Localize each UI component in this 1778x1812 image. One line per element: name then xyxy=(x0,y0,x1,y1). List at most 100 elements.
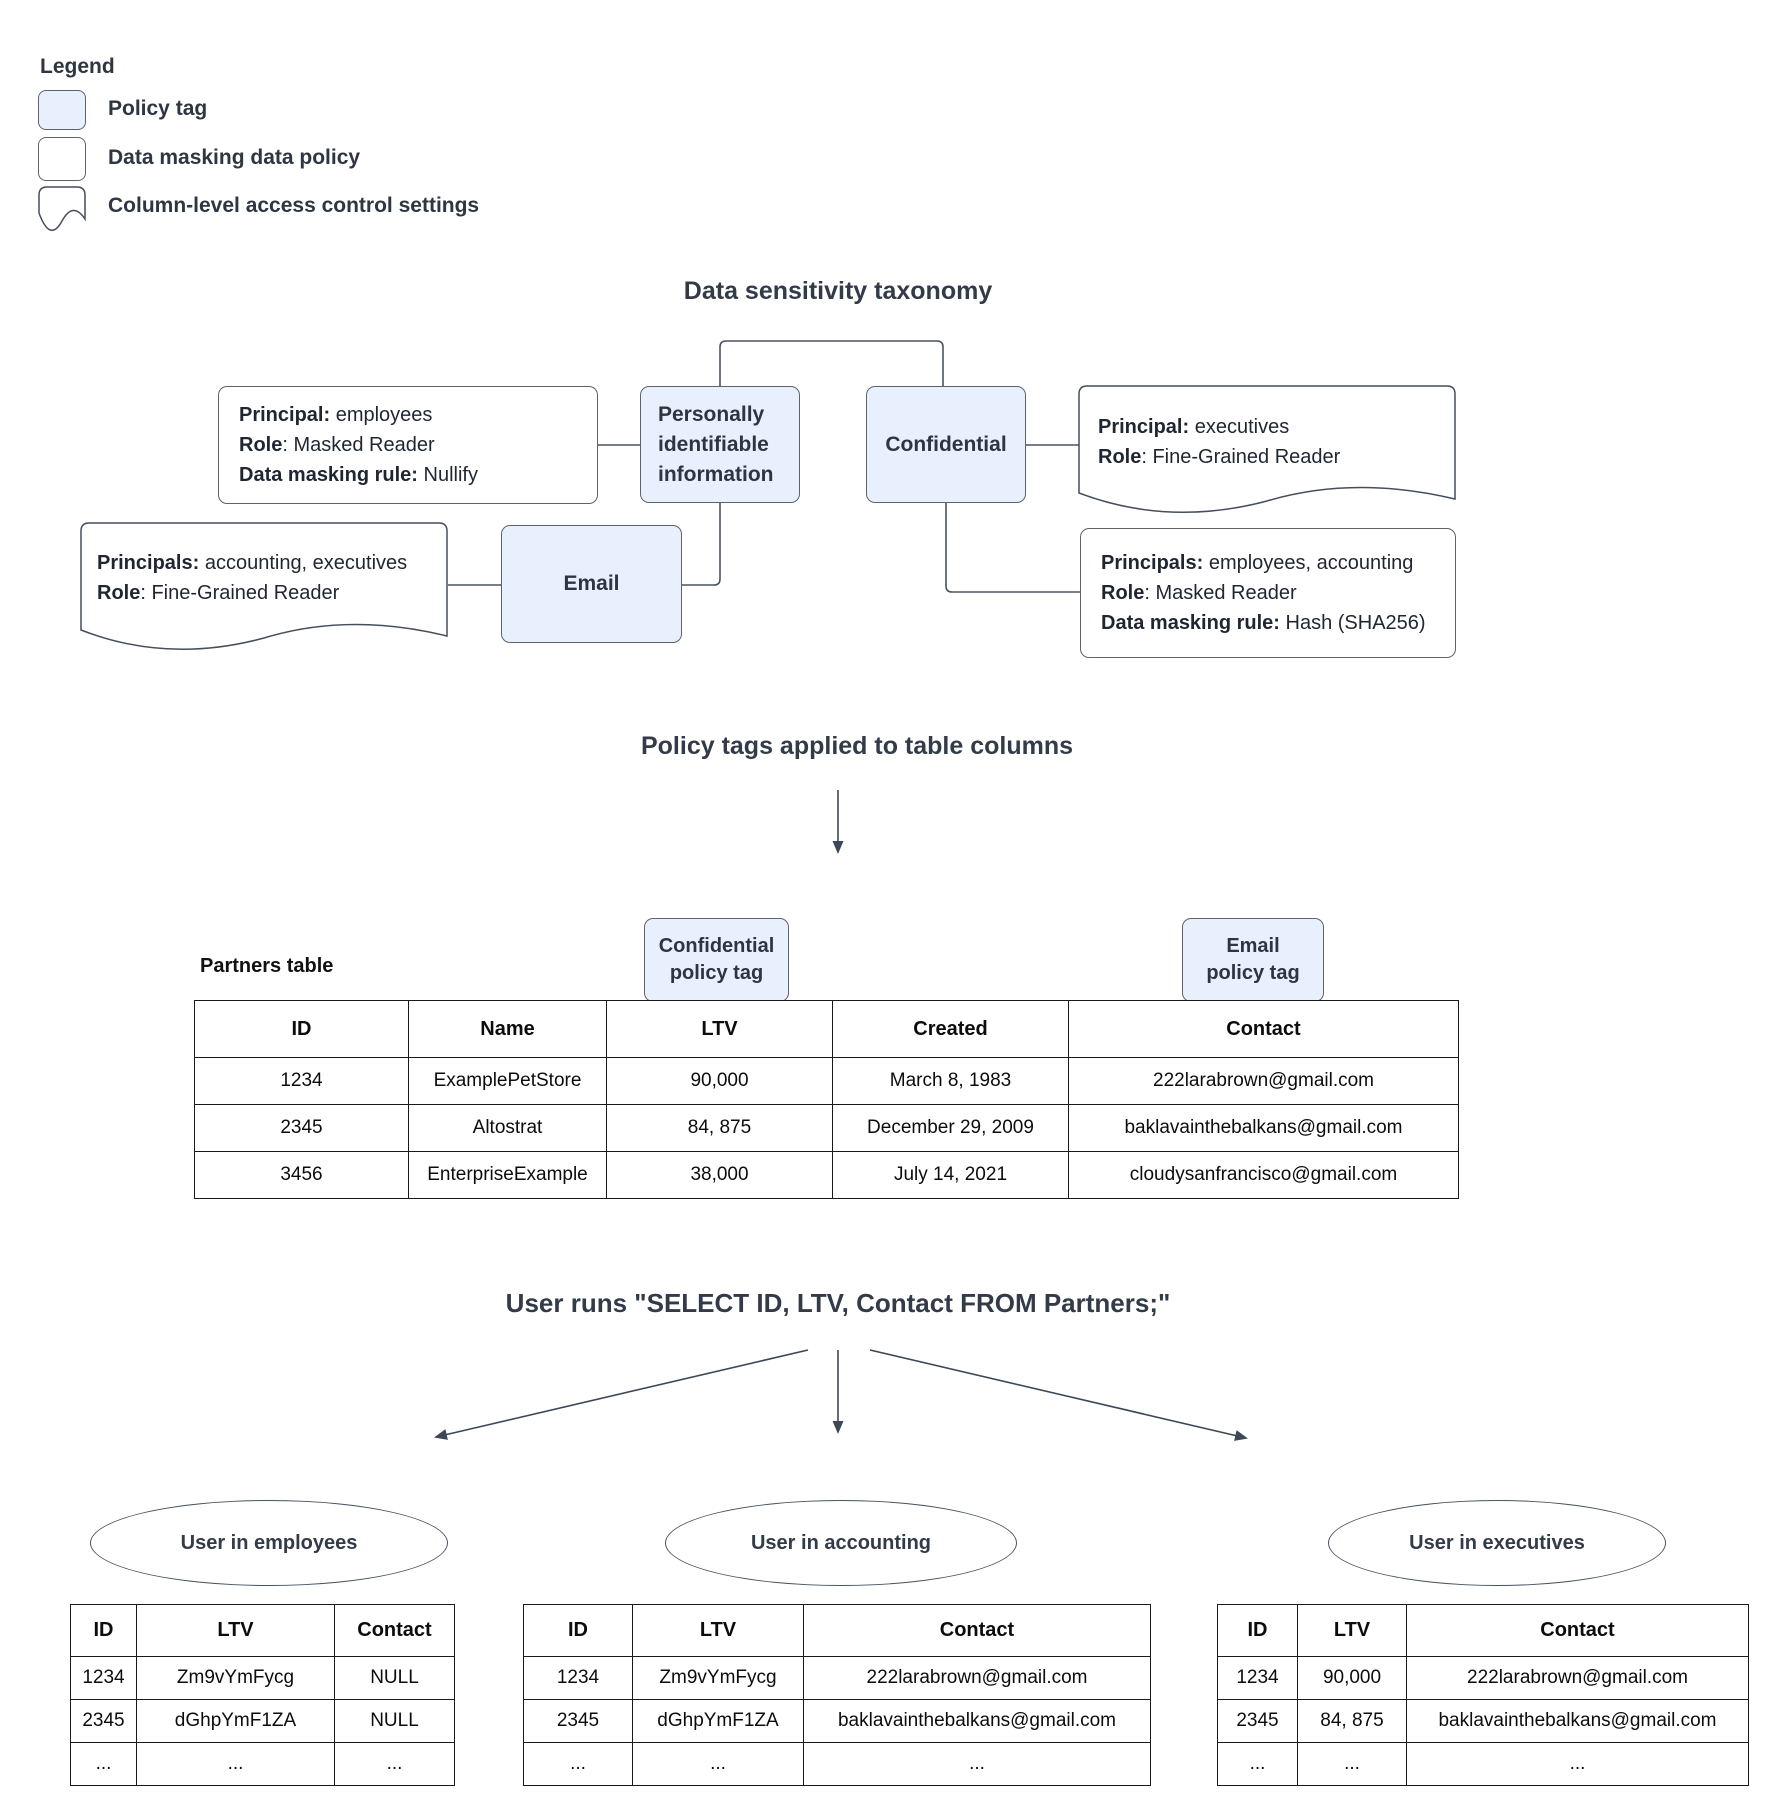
cell: 84, 875 xyxy=(606,1104,833,1152)
cell: baklavainthebalkans@gmail.com xyxy=(1068,1104,1459,1152)
cell: NULL xyxy=(334,1699,455,1743)
table-header-row: ID Name LTV Created Contact xyxy=(194,1000,1459,1058)
partners-table-label: Partners table xyxy=(200,955,334,977)
column-header: LTV xyxy=(606,1000,833,1058)
cell: December 29, 2009 xyxy=(832,1104,1069,1152)
policy-line: Role: Masked Reader xyxy=(1101,582,1297,604)
cell: 222larabrown@gmail.com xyxy=(803,1656,1151,1700)
policy-line: Role: Fine-Grained Reader xyxy=(1098,446,1341,468)
cell: NULL xyxy=(334,1656,455,1700)
tag-line: Email xyxy=(1226,935,1280,957)
cell: ... xyxy=(523,1742,633,1786)
cell: 1234 xyxy=(523,1656,633,1700)
cell: baklavainthebalkans@gmail.com xyxy=(803,1699,1151,1743)
cell: 2345 xyxy=(70,1699,137,1743)
cell: 1234 xyxy=(1217,1656,1298,1700)
executives-result-table: ID LTV Contact 1234 90,000 222larabrown@… xyxy=(1217,1604,1749,1786)
user-in-employees-ellipse: User in employees xyxy=(90,1500,448,1586)
table-row: ... ... ... xyxy=(523,1742,1151,1786)
column-header: Contact xyxy=(803,1604,1151,1657)
pii-policy-tag: Personally identifiable information xyxy=(640,386,800,503)
cell: Altostrat xyxy=(408,1104,607,1152)
table-row: ... ... ... xyxy=(70,1742,455,1786)
cell: ... xyxy=(70,1742,137,1786)
accounting-access-control-box xyxy=(80,522,448,651)
policy-tag-legend-swatch xyxy=(38,90,86,130)
column-header: LTV xyxy=(632,1604,804,1657)
table-row: 1234 Zm9vYmFycg 222larabrown@gmail.com xyxy=(523,1656,1151,1700)
cell: 2345 xyxy=(1217,1699,1298,1743)
query-section-title: User runs "SELECT ID, LTV, Contact FROM … xyxy=(505,1288,1171,1318)
cell: ... xyxy=(1406,1742,1749,1786)
cell: 90,000 xyxy=(606,1057,833,1105)
table-row: 1234 Zm9vYmFycg NULL xyxy=(70,1656,455,1700)
cell: 84, 875 xyxy=(1297,1699,1407,1743)
column-header: ID xyxy=(1217,1604,1298,1657)
applied-section-title: Policy tags applied to table columns xyxy=(640,732,1074,760)
table-row: 1234 90,000 222larabrown@gmail.com xyxy=(1217,1656,1749,1700)
tag-line: Confidential xyxy=(658,935,775,957)
policy-line: Principals: accounting, executives xyxy=(97,552,408,574)
table-row: 2345 84, 875 baklavainthebalkans@gmail.c… xyxy=(1217,1699,1749,1743)
column-header: LTV xyxy=(1297,1604,1407,1657)
executives-access-control-text: Principal: executives Role: Fine-Grained… xyxy=(1098,412,1340,472)
column-header: LTV xyxy=(136,1604,335,1657)
email-policy-tag: Email xyxy=(501,525,682,643)
user-in-executives-ellipse: User in executives xyxy=(1328,1500,1666,1586)
column-header: ID xyxy=(523,1604,633,1657)
table-row: 2345 Altostrat 84, 875 December 29, 2009… xyxy=(194,1104,1459,1152)
cell: March 8, 1983 xyxy=(832,1057,1069,1105)
cell: July 14, 2021 xyxy=(832,1151,1069,1199)
cell: 2345 xyxy=(194,1104,409,1152)
cell: 90,000 xyxy=(1297,1656,1407,1700)
employees-result-table: ID LTV Contact 1234 Zm9vYmFycg NULL 2345… xyxy=(70,1604,455,1786)
legend-item-data-masking: Data masking data policy xyxy=(108,146,361,169)
taxonomy-bracket-connector xyxy=(719,340,944,388)
cell: 1234 xyxy=(70,1656,137,1700)
confidential-to-hash-connector xyxy=(945,502,1080,593)
cell: ... xyxy=(1297,1742,1407,1786)
cell: Zm9vYmFycg xyxy=(632,1656,804,1700)
cell: ExamplePetStore xyxy=(408,1057,607,1105)
data-masking-policy-legend-swatch xyxy=(38,137,86,181)
tag-line: policy tag xyxy=(669,962,764,984)
policy-line: Principal: employees xyxy=(239,404,433,426)
table-row: 2345 dGhpYmF1ZA NULL xyxy=(70,1699,455,1743)
cell: dGhpYmF1ZA xyxy=(632,1699,804,1743)
policy-line: Data masking rule: Hash (SHA256) xyxy=(1101,612,1426,634)
cell: EnterpriseExample xyxy=(408,1151,607,1199)
legend-item-policy-tag: Policy tag xyxy=(108,97,208,120)
query-arrow-left xyxy=(434,1349,809,1440)
column-header: Contact xyxy=(1406,1604,1749,1657)
column-header: ID xyxy=(70,1604,137,1657)
table-header-row: ID LTV Contact xyxy=(70,1604,455,1657)
table-row: 1234 ExamplePetStore 90,000 March 8, 198… xyxy=(194,1057,1459,1105)
email-column-tag: Email policy tag xyxy=(1182,918,1324,1002)
column-header: Name xyxy=(408,1000,607,1058)
column-header: Contact xyxy=(334,1604,455,1657)
cell: ... xyxy=(803,1742,1151,1786)
policy-line: Data masking rule: Nullify xyxy=(239,464,478,486)
pii-to-email-connector xyxy=(682,502,721,586)
cell: ... xyxy=(136,1742,335,1786)
cell: ... xyxy=(334,1742,455,1786)
hash-masking-policy-box: Principals: employees, accounting Role: … xyxy=(1080,528,1456,658)
column-header: Contact xyxy=(1068,1000,1459,1058)
cell: 38,000 xyxy=(606,1151,833,1199)
table-header-row: ID LTV Contact xyxy=(523,1604,1151,1657)
accounting-result-table: ID LTV Contact 1234 Zm9vYmFycg 222larabr… xyxy=(523,1604,1151,1786)
cell: dGhpYmF1ZA xyxy=(136,1699,335,1743)
cell: 3456 xyxy=(194,1151,409,1199)
cell: 2345 xyxy=(523,1699,633,1743)
nullify-masking-policy-box: Principal: employees Role: Masked Reader… xyxy=(218,386,598,504)
policy-line: Principal: executives xyxy=(1098,416,1290,438)
cell: 222larabrown@gmail.com xyxy=(1406,1656,1749,1700)
confidential-policy-tag: Confidential xyxy=(866,386,1026,503)
confidential-column-tag: Confidential policy tag xyxy=(644,918,789,1002)
partners-table: ID Name LTV Created Contact 1234 Example… xyxy=(194,1000,1459,1199)
cell: cloudysanfrancisco@gmail.com xyxy=(1068,1151,1459,1199)
policy-line: Role: Masked Reader xyxy=(239,434,435,456)
table-header-row: ID LTV Contact xyxy=(1217,1604,1749,1657)
cell: 222larabrown@gmail.com xyxy=(1068,1057,1459,1105)
